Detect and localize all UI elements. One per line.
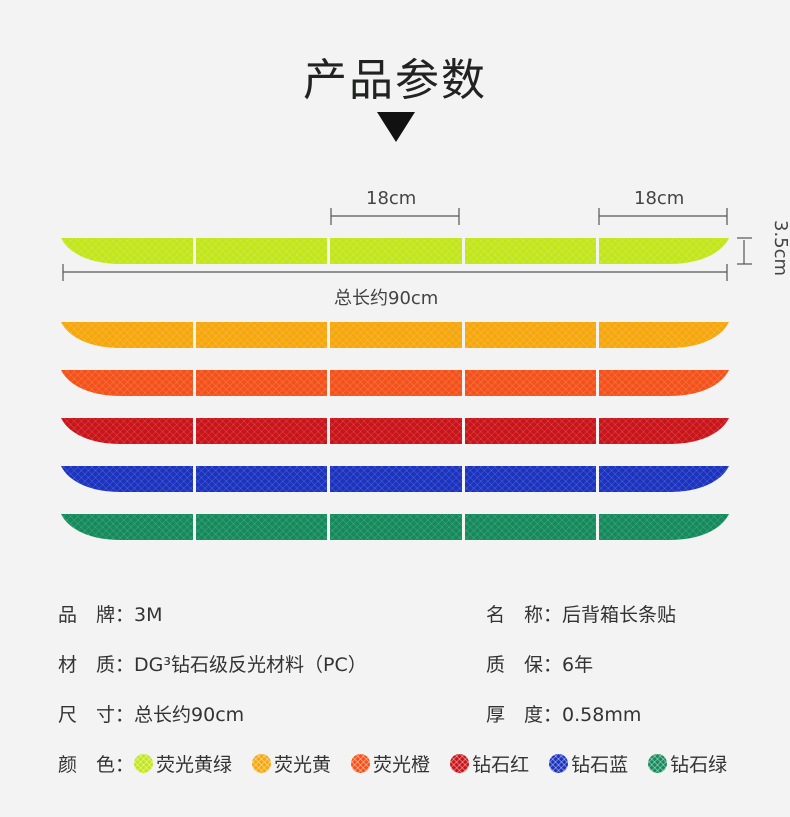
spec-thickness-value: 0.58mm (562, 704, 642, 726)
strip-gap (193, 369, 196, 397)
spec-brand-label: 品 牌： (58, 604, 135, 626)
spec-material-label: 材 质： (58, 654, 135, 676)
strip-gap (462, 513, 465, 541)
down-arrow-icon (377, 112, 415, 142)
color-swatch: 钻石蓝 (549, 750, 628, 777)
reflective-strip (61, 417, 729, 445)
strip-gap (462, 321, 465, 349)
strip-gap (327, 369, 330, 397)
segment-length-2: 18cm (634, 188, 685, 209)
spec-material: 材 质：DG³钻石级反光材料（PC） (58, 650, 367, 677)
color-dot-icon (648, 754, 668, 773)
page-title: 产品参数 (303, 55, 487, 106)
reflective-strip (61, 369, 729, 397)
dimension-lines (62, 208, 752, 281)
spec-warranty-value: 6年 (562, 654, 594, 676)
strip-gap (596, 321, 599, 349)
color-swatch: 荧光橙 (351, 750, 430, 777)
spec-name-label: 名 称： (486, 604, 563, 626)
spec-material-value: DG³钻石级反光材料（PC） (134, 654, 367, 676)
strip-gap (596, 513, 599, 541)
color-swatch: 钻石红 (450, 750, 529, 777)
spec-warranty-label: 质 保： (486, 654, 563, 676)
strip-gap (193, 465, 196, 493)
color-dot-icon (252, 754, 272, 773)
strip-gap (193, 513, 196, 541)
total-length-label: 总长约90cm (334, 288, 439, 309)
segment-length-1: 18cm (366, 188, 417, 209)
spec-size-value: 总长约90cm (134, 704, 245, 726)
strip-gap (596, 465, 599, 493)
color-name: 荧光橙 (373, 754, 431, 776)
color-dot-icon (134, 754, 154, 773)
spec-brand-value: 3M (134, 604, 163, 626)
strip-diagram (61, 208, 752, 541)
spec-name-value: 后背箱长条贴 (562, 604, 677, 626)
height-label: 3.5cm (770, 220, 790, 277)
strip-gap (193, 321, 196, 349)
strip-gap (327, 513, 330, 541)
color-swatch: 荧光黄 (252, 750, 331, 777)
color-name: 钻石红 (472, 754, 530, 776)
spec-thickness: 厚 度：0.58mm (486, 700, 641, 727)
spec-name: 名 称：后背箱长条贴 (486, 600, 676, 627)
strip-gap (327, 321, 330, 349)
spec-brand: 品 牌：3M (58, 600, 163, 627)
strip-gap (596, 369, 599, 397)
strip-gap (327, 417, 330, 445)
strip-gap (462, 465, 465, 493)
strip-gap (193, 237, 196, 265)
color-swatch: 荧光黄绿 (134, 750, 232, 777)
spec-color-label: 颜 色： (58, 754, 135, 776)
spec-size-label: 尺 寸： (58, 704, 135, 726)
reflective-strip (61, 321, 729, 349)
color-dot-icon (450, 754, 470, 773)
color-name: 荧光黄 (274, 754, 332, 776)
color-dot-icon (351, 754, 371, 773)
color-name: 钻石蓝 (571, 754, 629, 776)
color-options: 颜 色： 荧光黄绿 荧光黄 荧光橙 钻石红 钻石蓝 钻石绿 (58, 750, 747, 777)
color-dot-icon (549, 754, 569, 773)
spec-warranty: 质 保：6年 (486, 650, 593, 677)
spec-size: 尺 寸：总长约90cm (58, 700, 244, 727)
strip-gap (462, 417, 465, 445)
strip-gap (193, 417, 196, 445)
reflective-strip (61, 237, 729, 265)
strip-gap (596, 417, 599, 445)
reflective-strip (61, 465, 729, 493)
spec-thickness-label: 厚 度： (486, 704, 563, 726)
strip-gap (462, 237, 465, 265)
reflective-strip (61, 513, 729, 541)
strip-gap (327, 237, 330, 265)
strip-gap (462, 369, 465, 397)
color-name: 钻石绿 (670, 754, 728, 776)
strip-gap (596, 237, 599, 265)
color-swatch: 钻石绿 (648, 750, 727, 777)
strip-gap (327, 465, 330, 493)
color-name: 荧光黄绿 (156, 754, 233, 776)
